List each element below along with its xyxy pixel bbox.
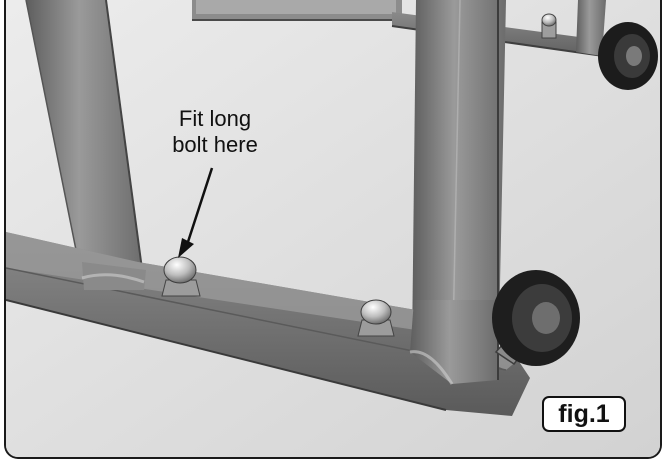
- nut-long-bolt: [161, 256, 201, 297]
- upper-box: [192, 0, 402, 21]
- photo-illustration: [6, 0, 660, 457]
- upper-wheel: [598, 22, 658, 90]
- left-post: [25, 0, 145, 291]
- callout-label: Fit long bolt here: [172, 106, 258, 157]
- upper-nut: [541, 13, 557, 39]
- arrow-icon: [178, 167, 214, 258]
- left-post-foot: [81, 262, 146, 290]
- photo-frame: [4, 0, 662, 459]
- lower-wheel: [492, 270, 580, 366]
- figure-label: fig.1: [542, 396, 626, 432]
- upper-right-post: [576, 0, 606, 56]
- nut-second: [357, 299, 395, 337]
